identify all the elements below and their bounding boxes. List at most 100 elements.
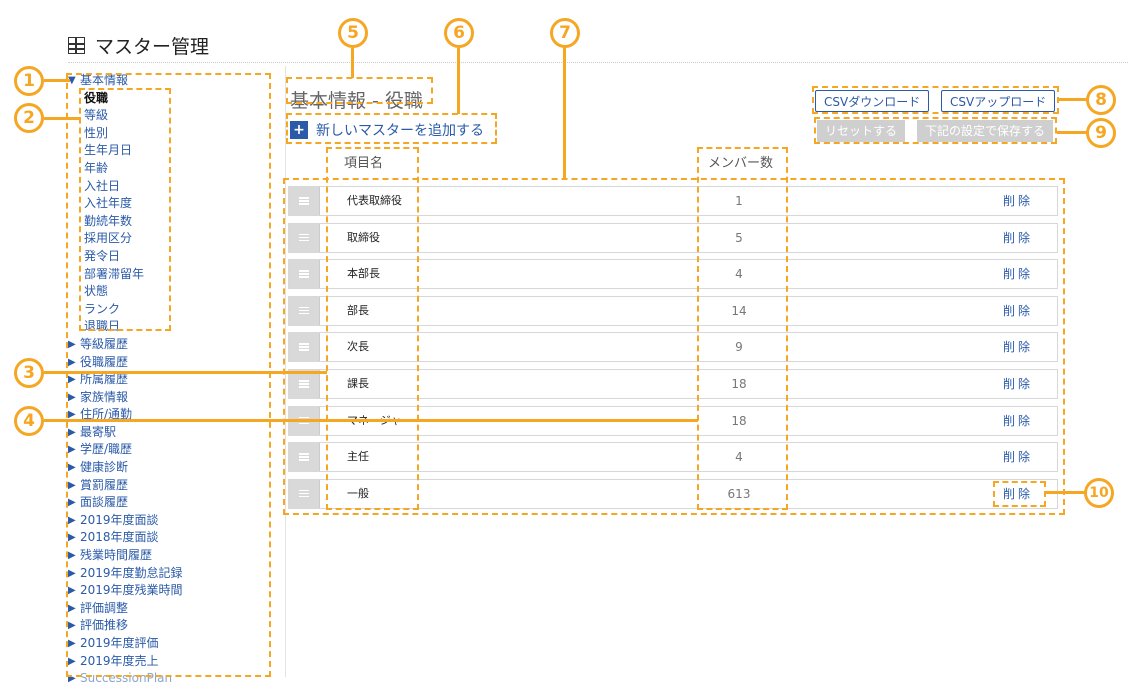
sidebar-item[interactable]: ▶住所/通勤 [68, 406, 273, 424]
row-member-count: 4 [735, 450, 743, 465]
sidebar-item[interactable]: ▶残業時間履歴 [68, 547, 273, 565]
delete-link[interactable]: 削除 [1002, 450, 1033, 465]
row-name: 次長 [347, 340, 369, 354]
sidebar-group-basic-info[interactable]: ▼ 基本情報 [68, 72, 273, 90]
sidebar-item[interactable]: ▶評価調整 [68, 600, 273, 618]
triangle-right-icon: ▶ [68, 479, 76, 491]
sidebar-sub-list: 役職等級性別生年月日年齢入社日入社年度勤続年数採用区分発令日部署滞留年状態ランク… [68, 90, 273, 336]
annotation-box-1 [66, 73, 271, 677]
delete-link[interactable]: 削除 [1002, 230, 1033, 245]
triangle-right-icon: ▶ [68, 567, 76, 579]
sidebar-item[interactable]: ▶家族情報 [68, 389, 273, 407]
connector-line-6 [457, 48, 460, 114]
sidebar-item[interactable]: ▶等級履歴 [68, 336, 273, 354]
row-member-count: 5 [735, 230, 743, 245]
sidebar-item[interactable]: ▶2018年度面談 [68, 529, 273, 547]
triangle-right-icon: ▶ [68, 356, 76, 368]
annotation-badge-1: 1 [14, 66, 44, 96]
sidebar-item-label: 学歴/職歴 [80, 442, 133, 457]
row-name: 部長 [347, 303, 369, 317]
sidebar-item[interactable]: ▶所属履歴 [68, 371, 273, 389]
drag-handle-icon[interactable] [289, 370, 320, 398]
delete-link[interactable]: 削除 [1002, 377, 1033, 391]
annotation-box-8 [812, 86, 1059, 114]
drag-handle-icon[interactable] [289, 443, 320, 472]
sidebar-sub-item[interactable]: 性別 [84, 125, 109, 140]
sidebar-group-label: 基本情報 [80, 73, 129, 87]
delete-link[interactable]: 削除 [1002, 413, 1033, 428]
column-header-members: メンバー数 [708, 156, 774, 171]
sidebar-sub-item[interactable]: 入社日 [84, 178, 121, 193]
drag-handle-icon[interactable] [289, 479, 320, 508]
sidebar-item[interactable]: ▶ 賞罰履歴 [68, 477, 273, 495]
sidebar-item[interactable]: ▶2019年度面談 [68, 512, 273, 530]
sidebar-item[interactable]: ▶最寄駅 [68, 424, 273, 442]
drag-handle-icon[interactable] [289, 260, 320, 289]
delete-link[interactable]: 削除 [1002, 340, 1033, 355]
row-name: 代表取締役 [347, 194, 402, 207]
connector-line-10 [1046, 491, 1088, 494]
delete-link[interactable]: 削除 [1002, 486, 1033, 501]
sidebar-item-label: 賞罰履歴 [80, 477, 129, 492]
annotation-badge-5: 5 [338, 18, 368, 48]
sidebar-sub-item[interactable]: 状態 [84, 284, 109, 299]
sidebar-sub-item[interactable]: ランク [84, 301, 121, 316]
annotation-badge-6: 6 [444, 18, 474, 48]
delete-link[interactable]: 削除 [1002, 194, 1033, 208]
annotation-box-5 [286, 77, 433, 104]
save-settings-button[interactable]: 下記の設定で保存する [917, 120, 1054, 142]
csv-download-button[interactable]: CSVダウンロード [815, 90, 930, 112]
triangle-right-icon: ▶ [68, 655, 76, 667]
sidebar-sub-item[interactable]: 部署滞留年 [84, 266, 145, 281]
triangle-right-icon: ▶ [68, 374, 76, 386]
delete-link[interactable]: 削除 [1002, 267, 1033, 282]
sidebar-item[interactable]: ▶2019年度評価 [68, 635, 273, 653]
row-member-count: 18 [731, 413, 747, 428]
triangle-right-icon: ▶ [68, 497, 76, 509]
sidebar-sub-item[interactable]: 採用区分 [84, 231, 133, 246]
annotation-badge-2: 2 [14, 103, 44, 133]
sidebar-sub-item[interactable]: 年齢 [84, 160, 109, 175]
sidebar-item[interactable]: ▶面談履歴 [68, 494, 273, 512]
page-header: マスター管理 [68, 32, 209, 59]
annotation-box-9 [814, 117, 1057, 144]
sidebar-item-label: 2019年度勤怠記録 [80, 565, 183, 580]
sidebar-sub-item[interactable]: 役職 [84, 90, 109, 105]
sidebar-item[interactable]: ▶役職履歴 [68, 354, 273, 372]
sidebar-sub-item[interactable]: 勤続年数 [84, 213, 133, 228]
drag-handle-icon[interactable] [289, 296, 320, 325]
sidebar-item-label: 残業時間履歴 [80, 548, 153, 563]
sidebar-item-label: 家族情報 [80, 389, 129, 404]
add-master-link[interactable]: + 新しいマスターを追加する [290, 120, 484, 140]
sidebar-item[interactable]: ▶ 学歴/職歴 [68, 441, 273, 459]
sidebar-item[interactable]: ▶評価推移 [68, 617, 273, 635]
sidebar-sub-item[interactable]: 入社年度 [84, 196, 133, 211]
sidebar-sub-item[interactable]: 生年月日 [84, 143, 133, 158]
connector-line-8 [1059, 98, 1087, 101]
sidebar-item[interactable]: ▶ 2019年度勤怠記録 [68, 565, 273, 583]
triangle-right-icon: ▶ [68, 585, 76, 597]
drag-handle-icon[interactable] [289, 333, 320, 362]
sidebar-sub-item[interactable]: 等級 [84, 108, 109, 123]
delete-link[interactable]: 削除 [1002, 303, 1033, 318]
annotation-box-10 [993, 481, 1046, 507]
sidebar-item[interactable]: ▶健康診断 [68, 459, 273, 477]
row-name: 一般 [347, 486, 369, 500]
sidebar-item[interactable]: ▶2019年度残業時間 [68, 582, 273, 600]
csv-upload-button[interactable]: CSVアップロード [941, 90, 1056, 112]
triangle-right-icon: ▶ [68, 620, 76, 632]
sidebar-item-label: 評価調整 [80, 600, 129, 615]
triangle-right-icon: ▶ [68, 444, 76, 456]
sidebar-item[interactable]: ▶2019年度売上 [68, 653, 273, 671]
drag-handle-icon[interactable] [289, 223, 320, 252]
sidebar-sub-item[interactable]: 発令日 [84, 248, 121, 263]
annotation-badge-10: 10 [1084, 478, 1114, 508]
row-member-count: 14 [731, 303, 747, 318]
annotation-badge-9: 9 [1086, 118, 1116, 148]
reset-button[interactable]: リセットする [817, 120, 906, 142]
drag-handle-icon[interactable] [289, 187, 320, 215]
